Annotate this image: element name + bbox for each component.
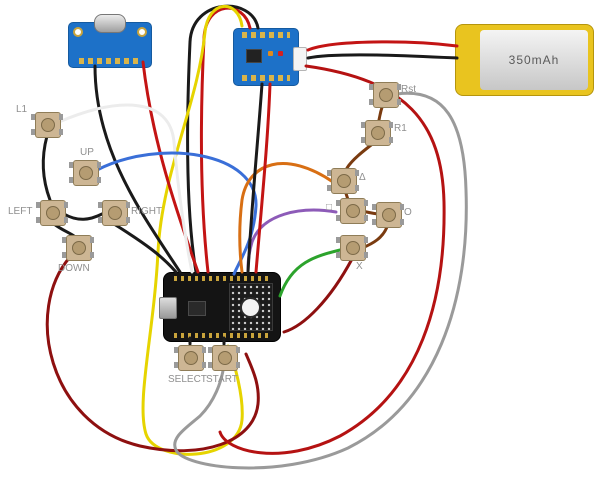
wire-l1-left-black bbox=[41, 134, 52, 202]
wifi-module-logo bbox=[240, 297, 261, 318]
wire-charger-mcu-red bbox=[254, 82, 272, 274]
pin-header-top bbox=[174, 276, 270, 281]
wire-usb-board-red bbox=[141, 60, 200, 274]
wire-charger-mcu-black bbox=[246, 82, 264, 274]
label-r1: R1 bbox=[394, 123, 407, 134]
button-select bbox=[174, 345, 204, 371]
button-x bbox=[336, 235, 366, 261]
jst-battery-connector bbox=[293, 47, 307, 71]
charge-led bbox=[268, 51, 273, 56]
wire-triangle-orange bbox=[238, 162, 335, 274]
usb-c-breakout-board bbox=[68, 14, 152, 68]
label-left: LEFT bbox=[8, 206, 33, 217]
label-l1: L1 bbox=[16, 104, 28, 115]
wire-square-purple bbox=[246, 208, 338, 274]
label-start: START bbox=[206, 374, 238, 385]
battery-body: 350mAh bbox=[480, 30, 588, 90]
button-start bbox=[208, 345, 238, 371]
label-up: UP bbox=[80, 147, 94, 158]
wire-battery-positive bbox=[306, 40, 459, 52]
label-select: SELECT bbox=[168, 374, 207, 385]
wire-battery-negative bbox=[306, 53, 459, 60]
lipo-battery: 350mAh bbox=[455, 24, 594, 96]
microcontroller-board bbox=[159, 272, 281, 342]
label-rst: Rst bbox=[401, 84, 416, 95]
status-led bbox=[278, 51, 283, 56]
micro-usb-connector bbox=[159, 297, 177, 319]
mcu-chip bbox=[188, 301, 206, 316]
label-right: RIGHT bbox=[131, 206, 163, 217]
button-left bbox=[36, 200, 66, 226]
label-square: □ bbox=[326, 202, 333, 213]
lipo-charger-board bbox=[233, 28, 307, 86]
solder-pads bbox=[242, 75, 290, 81]
wire-right-mcu-black bbox=[112, 222, 178, 274]
button-r1 bbox=[361, 120, 391, 146]
pin-header-bottom bbox=[174, 333, 270, 338]
charger-ic-chip bbox=[246, 49, 262, 63]
button-rst bbox=[369, 82, 399, 108]
mounting-hole bbox=[137, 27, 147, 37]
wire-usb-board-black bbox=[93, 64, 182, 274]
label-triangle: Δ bbox=[359, 172, 366, 183]
label-circle: O bbox=[404, 207, 412, 218]
wire-left-right-black bbox=[62, 212, 104, 221]
battery-capacity-label: 350mAh bbox=[508, 53, 560, 67]
label-down: DOWN bbox=[58, 263, 90, 274]
button-down bbox=[62, 235, 92, 261]
wire-yellow-long-loop bbox=[141, 5, 244, 456]
button-circle bbox=[372, 202, 402, 228]
button-right bbox=[98, 200, 128, 226]
wire-x-mcu-darkred bbox=[282, 257, 354, 334]
solder-pads bbox=[242, 32, 290, 38]
wire-x-green bbox=[278, 248, 342, 298]
usb-c-connector bbox=[94, 14, 126, 33]
wire-charger-right-red-loop bbox=[218, 64, 446, 455]
button-triangle bbox=[327, 168, 357, 194]
button-square bbox=[336, 198, 366, 224]
label-x: X bbox=[356, 261, 363, 272]
button-l1 bbox=[31, 112, 61, 138]
solder-pads bbox=[79, 58, 141, 64]
button-up bbox=[69, 160, 99, 186]
mounting-hole bbox=[73, 27, 83, 37]
